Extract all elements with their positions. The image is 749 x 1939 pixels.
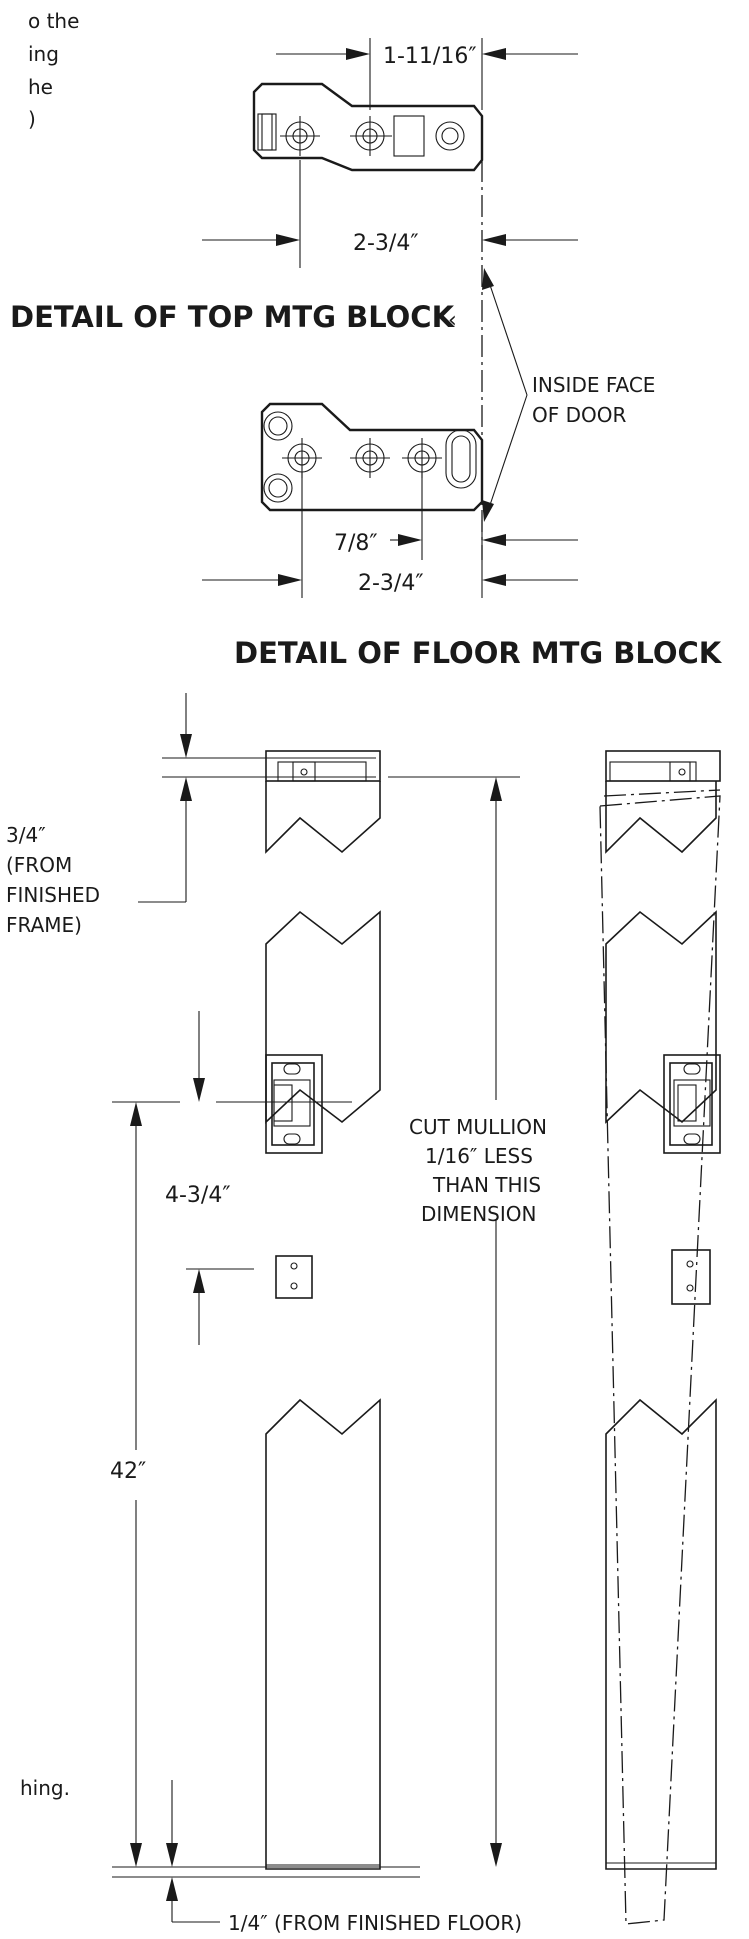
fragment-line-4: ) <box>28 107 36 131</box>
left-edge-text-fragment: o the ing he ) <box>28 9 79 131</box>
floor-block-dim-lower: 2-3/4″ <box>358 571 424 596</box>
mullion-front-elevation: 3/4″ (FROM FINISHED FRAME) 4-3/4″ 42″ 1/… <box>6 693 547 1935</box>
floor-block-corner-hole-2 <box>263 473 293 503</box>
side-view-strike <box>663 1054 721 1154</box>
inside-face-note-line-2: OF DOOR <box>532 403 626 427</box>
top-block-screw-hole-2 <box>350 116 392 156</box>
cut-note-line-1: CUT MULLION <box>409 1115 547 1139</box>
top-block-slot-inner <box>261 113 273 151</box>
mullion-segment-2 <box>265 910 381 1124</box>
frame-offset-line-1: 3/4″ <box>6 823 46 847</box>
strike-assembly <box>265 1054 323 1154</box>
frame-offset-line-4: FRAME) <box>6 913 82 937</box>
mullion-segment-3 <box>265 1398 381 1870</box>
top-block-square-pocket <box>393 115 425 157</box>
floor-block-outline <box>260 402 484 512</box>
top-block-outline <box>252 82 484 172</box>
strike-height-dim: 42″ <box>110 1459 146 1484</box>
top-block-slot <box>257 113 277 151</box>
left-edge-text-fragment-lower: hing. <box>20 1776 70 1800</box>
top-block-screw-hole-1 <box>280 116 320 156</box>
side-segment-1 <box>605 781 717 854</box>
floor-block-screw-hole-2 <box>350 438 390 478</box>
frame-offset-line-3: FINISHED <box>6 883 100 907</box>
fragment-line-1: o the <box>28 9 79 33</box>
inside-face-note: INSIDE FACE OF DOOR <box>482 268 655 522</box>
cut-note-line-2: 1/16″ LESS <box>425 1144 533 1168</box>
floor-block-title: DETAIL OF FLOOR MTG BLOCK <box>234 636 723 670</box>
floor-mounting-block-detail: 7/8″ 2-3/4″ DETAIL OF FLOOR MTG BLOCK <box>202 402 723 670</box>
side-segment-2 <box>605 910 717 1124</box>
top-block-dim-lower: 2-3/4″ <box>353 231 419 256</box>
side-view-small-block <box>671 1249 711 1305</box>
side-segment-3 <box>605 1398 717 1870</box>
top-block-round-hole <box>435 121 465 151</box>
top-block-title-glyph: ‹ <box>448 308 457 333</box>
top-block-title: DETAIL OF TOP MTG BLOCK <box>10 300 456 334</box>
cut-note-line-4: DIMENSION <box>421 1202 536 1226</box>
side-view-top-block <box>605 750 721 782</box>
elevation-small-block <box>275 1255 313 1299</box>
floor-block-slotted-hole <box>445 429 477 489</box>
top-block-dim-upper: 1-11/16″ <box>383 44 477 69</box>
inside-face-note-line-1: INSIDE FACE <box>532 373 655 397</box>
floor-offset-dim: 1/4″ (FROM FINISHED FLOOR) <box>228 1911 522 1935</box>
mullion-side-view <box>599 750 721 1925</box>
mullion-segment-1 <box>265 781 381 854</box>
floor-block-dim-upper: 7/8″ <box>334 531 378 556</box>
floor-block-corner-hole-1 <box>263 411 293 441</box>
fragment-line-2: ing <box>28 42 59 66</box>
top-mounting-block-detail: 1-11/16″ 2-3/4″ DETAIL OF TOP MTG BLOCK … <box>10 38 578 334</box>
side-view-swing-outline <box>599 795 721 1925</box>
strike-location-dim: 4-3/4″ <box>165 1183 231 1208</box>
frame-offset-line-2: (FROM <box>6 853 72 877</box>
cut-note-line-3: THAN THIS <box>432 1173 541 1197</box>
fragment-line-3: he <box>28 75 53 99</box>
